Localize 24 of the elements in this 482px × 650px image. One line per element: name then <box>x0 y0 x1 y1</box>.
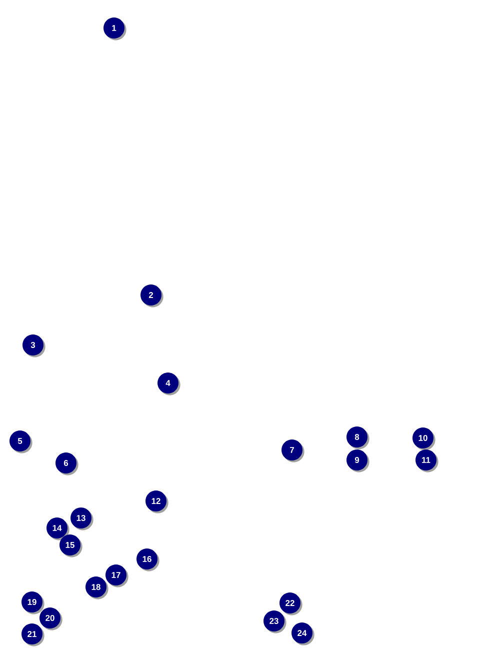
callout-number: 23 <box>264 610 286 634</box>
callout-number: 2 <box>140 284 164 308</box>
callout-number: 3 <box>22 334 46 358</box>
callout-number: 9 <box>346 450 370 472</box>
callout-number: 4 <box>158 372 180 396</box>
callout-number: 18 <box>86 576 108 600</box>
callout-number: 7 <box>282 440 304 462</box>
callout-number: 1 <box>104 18 126 40</box>
callout-number: 8 <box>346 426 370 450</box>
callout-number: 13 <box>70 508 94 530</box>
callout-number: 21 <box>22 624 44 646</box>
callout-number: 19 <box>22 592 44 614</box>
callout-number: 6 <box>56 452 78 476</box>
callout-number: 10 <box>412 428 436 450</box>
callout-number: 20 <box>40 608 62 630</box>
callout-number: 17 <box>106 564 128 588</box>
callout-number: 12 <box>146 490 168 514</box>
callout-number: 24 <box>292 622 314 646</box>
callout-number: 14 <box>46 518 70 540</box>
callout-number: 5 <box>10 430 32 454</box>
callout-number: 16 <box>136 548 160 572</box>
callout-number: 11 <box>416 450 438 472</box>
callout-number: 15 <box>60 534 82 558</box>
callout-number: 22 <box>280 592 302 616</box>
